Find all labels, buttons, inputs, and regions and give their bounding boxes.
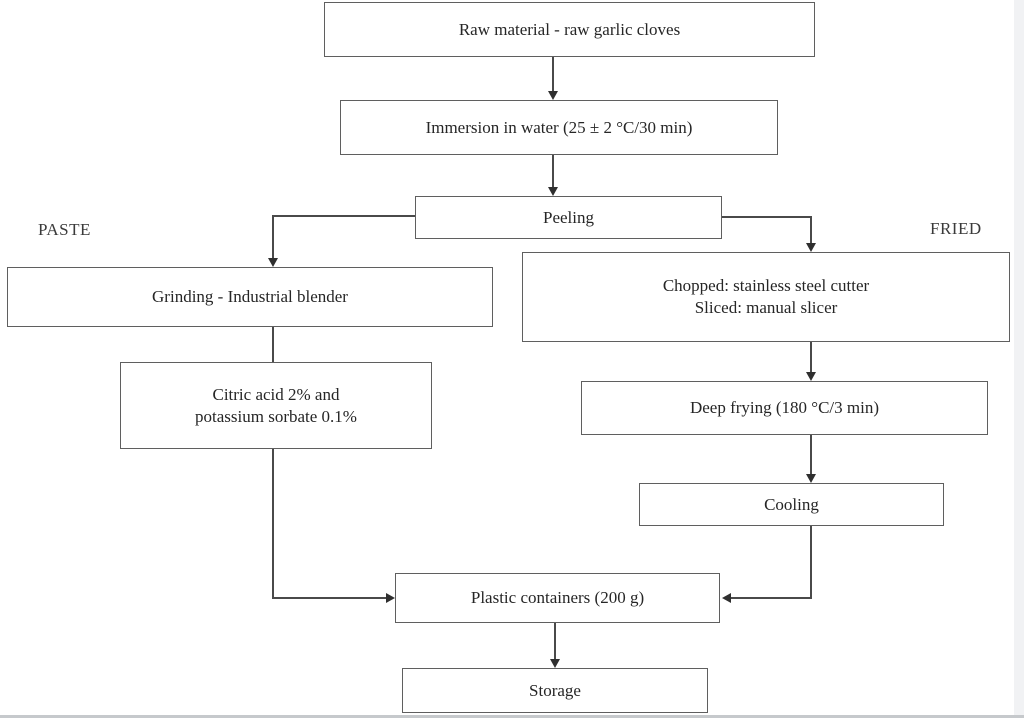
node-citric-acid: Citric acid 2% and potassium sorbate 0.1… bbox=[120, 362, 432, 449]
connector-raw-immersion bbox=[552, 57, 554, 93]
connector-peeling-grinding-horizontal bbox=[272, 215, 415, 217]
connector-peeling-chopped-vertical bbox=[810, 216, 812, 244]
connector-cooling-plastic-horizontal bbox=[731, 597, 812, 599]
bottom-edge-strip bbox=[0, 715, 1024, 718]
arrowhead-citric-plastic bbox=[386, 593, 395, 603]
arrowhead-immersion-peeling bbox=[548, 187, 558, 196]
connector-grinding-citric bbox=[272, 327, 274, 362]
connector-plastic-storage bbox=[554, 623, 556, 660]
arrowhead-chopped-frying bbox=[806, 372, 816, 381]
arrowhead-frying-cooling bbox=[806, 474, 816, 483]
node-plastic-containers: Plastic containers (200 g) bbox=[395, 573, 720, 623]
arrowhead-raw-immersion bbox=[548, 91, 558, 100]
arrowhead-cooling-plastic bbox=[722, 593, 731, 603]
branch-label-fried: FRIED bbox=[930, 219, 982, 238]
connector-frying-cooling bbox=[810, 435, 812, 475]
node-immersion: Immersion in water (25 ± 2 °C/30 min) bbox=[340, 100, 778, 155]
branch-label-paste: PASTE bbox=[38, 220, 91, 239]
arrowhead-peeling-chopped bbox=[806, 243, 816, 252]
node-storage: Storage bbox=[402, 668, 708, 713]
arrowhead-plastic-storage bbox=[550, 659, 560, 668]
connector-peeling-chopped-horizontal bbox=[722, 216, 812, 218]
connector-immersion-peeling bbox=[552, 155, 554, 188]
connector-citric-plastic-horizontal bbox=[272, 597, 386, 599]
node-peeling: Peeling bbox=[415, 196, 722, 239]
node-chopped-sliced: Chopped: stainless steel cutter Sliced: … bbox=[522, 252, 1010, 342]
connector-cooling-plastic-vertical bbox=[810, 526, 812, 599]
connector-chopped-frying bbox=[810, 342, 812, 373]
arrowhead-peeling-grinding bbox=[268, 258, 278, 267]
node-raw-material: Raw material - raw garlic cloves bbox=[324, 2, 815, 57]
connector-citric-plastic-vertical bbox=[272, 449, 274, 599]
node-cooling: Cooling bbox=[639, 483, 944, 526]
connector-peeling-grinding-vertical bbox=[272, 215, 274, 259]
node-deep-frying: Deep frying (180 °C/3 min) bbox=[581, 381, 988, 435]
right-edge-band bbox=[1014, 0, 1024, 718]
node-grinding: Grinding - Industrial blender bbox=[7, 267, 493, 327]
